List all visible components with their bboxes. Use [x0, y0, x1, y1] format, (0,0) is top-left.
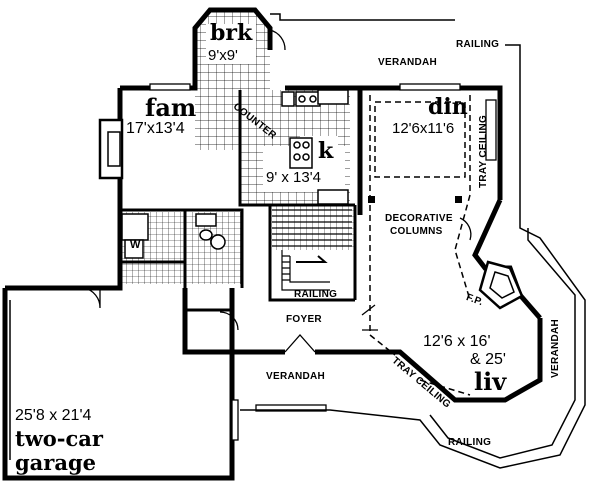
exterior-walls [2, 7, 543, 481]
verandah-bottom-label: VERANDAH [266, 371, 326, 382]
foyer-label: FOYER [286, 314, 322, 325]
living-size-line1: 12'6 x 16' [423, 333, 491, 350]
verandah-top-label: VERANDAH [378, 57, 438, 68]
bath-fixtures [121, 213, 226, 259]
interior-walls [120, 90, 357, 312]
railing-bottom-label: RAILING [448, 437, 492, 448]
living-name: liv [474, 367, 507, 396]
living-size-line2: & 25' [470, 351, 506, 368]
tray-ceilings [369, 95, 471, 396]
verandah-right-label: VERANDAH [550, 318, 561, 378]
verandah-outline [240, 13, 586, 469]
kitchen-size: 9' x 13'4 [266, 169, 321, 186]
railing-top-label: RAILING [456, 39, 500, 50]
kitchen-name: k [318, 138, 334, 164]
railing-stair-label: RAILING [294, 289, 338, 300]
decorative-label-line2: COLUMNS [390, 226, 443, 237]
garage-door [4, 300, 11, 460]
garage-name-line2: garage [15, 450, 97, 475]
living-fireplace [478, 260, 524, 310]
stairs [272, 209, 352, 291]
dining-name: din [428, 94, 468, 120]
decorative-label-line1: DECORATIVE [385, 213, 453, 224]
garage-name-line1: two-car [15, 426, 103, 451]
breakfast-name: brk [210, 20, 253, 46]
washer-label: W [130, 239, 141, 251]
family-name: fam [145, 93, 197, 122]
breakfast-size: 9'x9' [208, 47, 238, 64]
family-size: 17'x13'4 [126, 120, 185, 137]
doors [83, 29, 472, 353]
tray-ceiling-dining-label: TRAY CEILING [478, 114, 489, 188]
decorative-columns [368, 196, 462, 203]
dining-size: 12'6x11'6 [392, 120, 455, 137]
family-fireplace [98, 118, 124, 180]
kitchen-fixtures [281, 89, 349, 205]
windows [149, 83, 497, 441]
garage-size: 25'8 x 21'4 [15, 407, 92, 424]
